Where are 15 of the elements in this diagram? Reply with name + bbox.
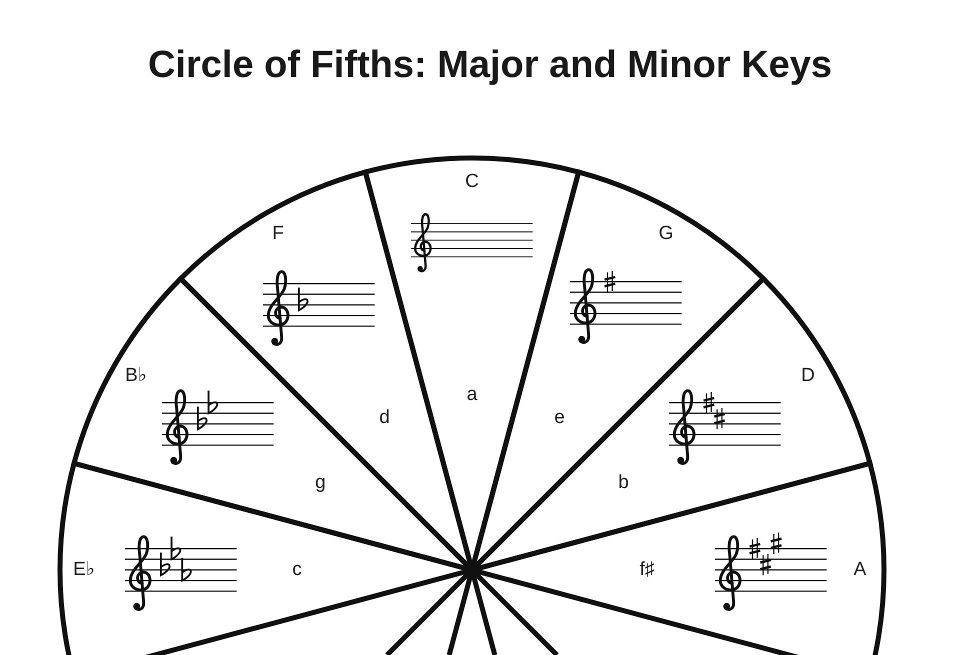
- major-key-label: D: [801, 366, 815, 386]
- minor-key-label: b: [618, 472, 629, 492]
- major-key-label: B♭: [125, 366, 147, 386]
- minor-key-label: d: [379, 408, 390, 428]
- major-key-label: E♭: [73, 560, 95, 580]
- major-key-label: F: [272, 224, 284, 244]
- major-key-label: A: [854, 560, 866, 580]
- major-key-label: C: [465, 172, 479, 192]
- major-key-label: G: [658, 224, 674, 244]
- minor-key-label: g: [315, 472, 326, 492]
- minor-key-label: f♯: [640, 560, 654, 580]
- minor-key-label: e: [554, 408, 565, 428]
- minor-key-label: c: [292, 560, 302, 580]
- title: Circle of Fifths: Major and Minor Keys: [148, 43, 832, 87]
- minor-key-label: a: [466, 385, 478, 405]
